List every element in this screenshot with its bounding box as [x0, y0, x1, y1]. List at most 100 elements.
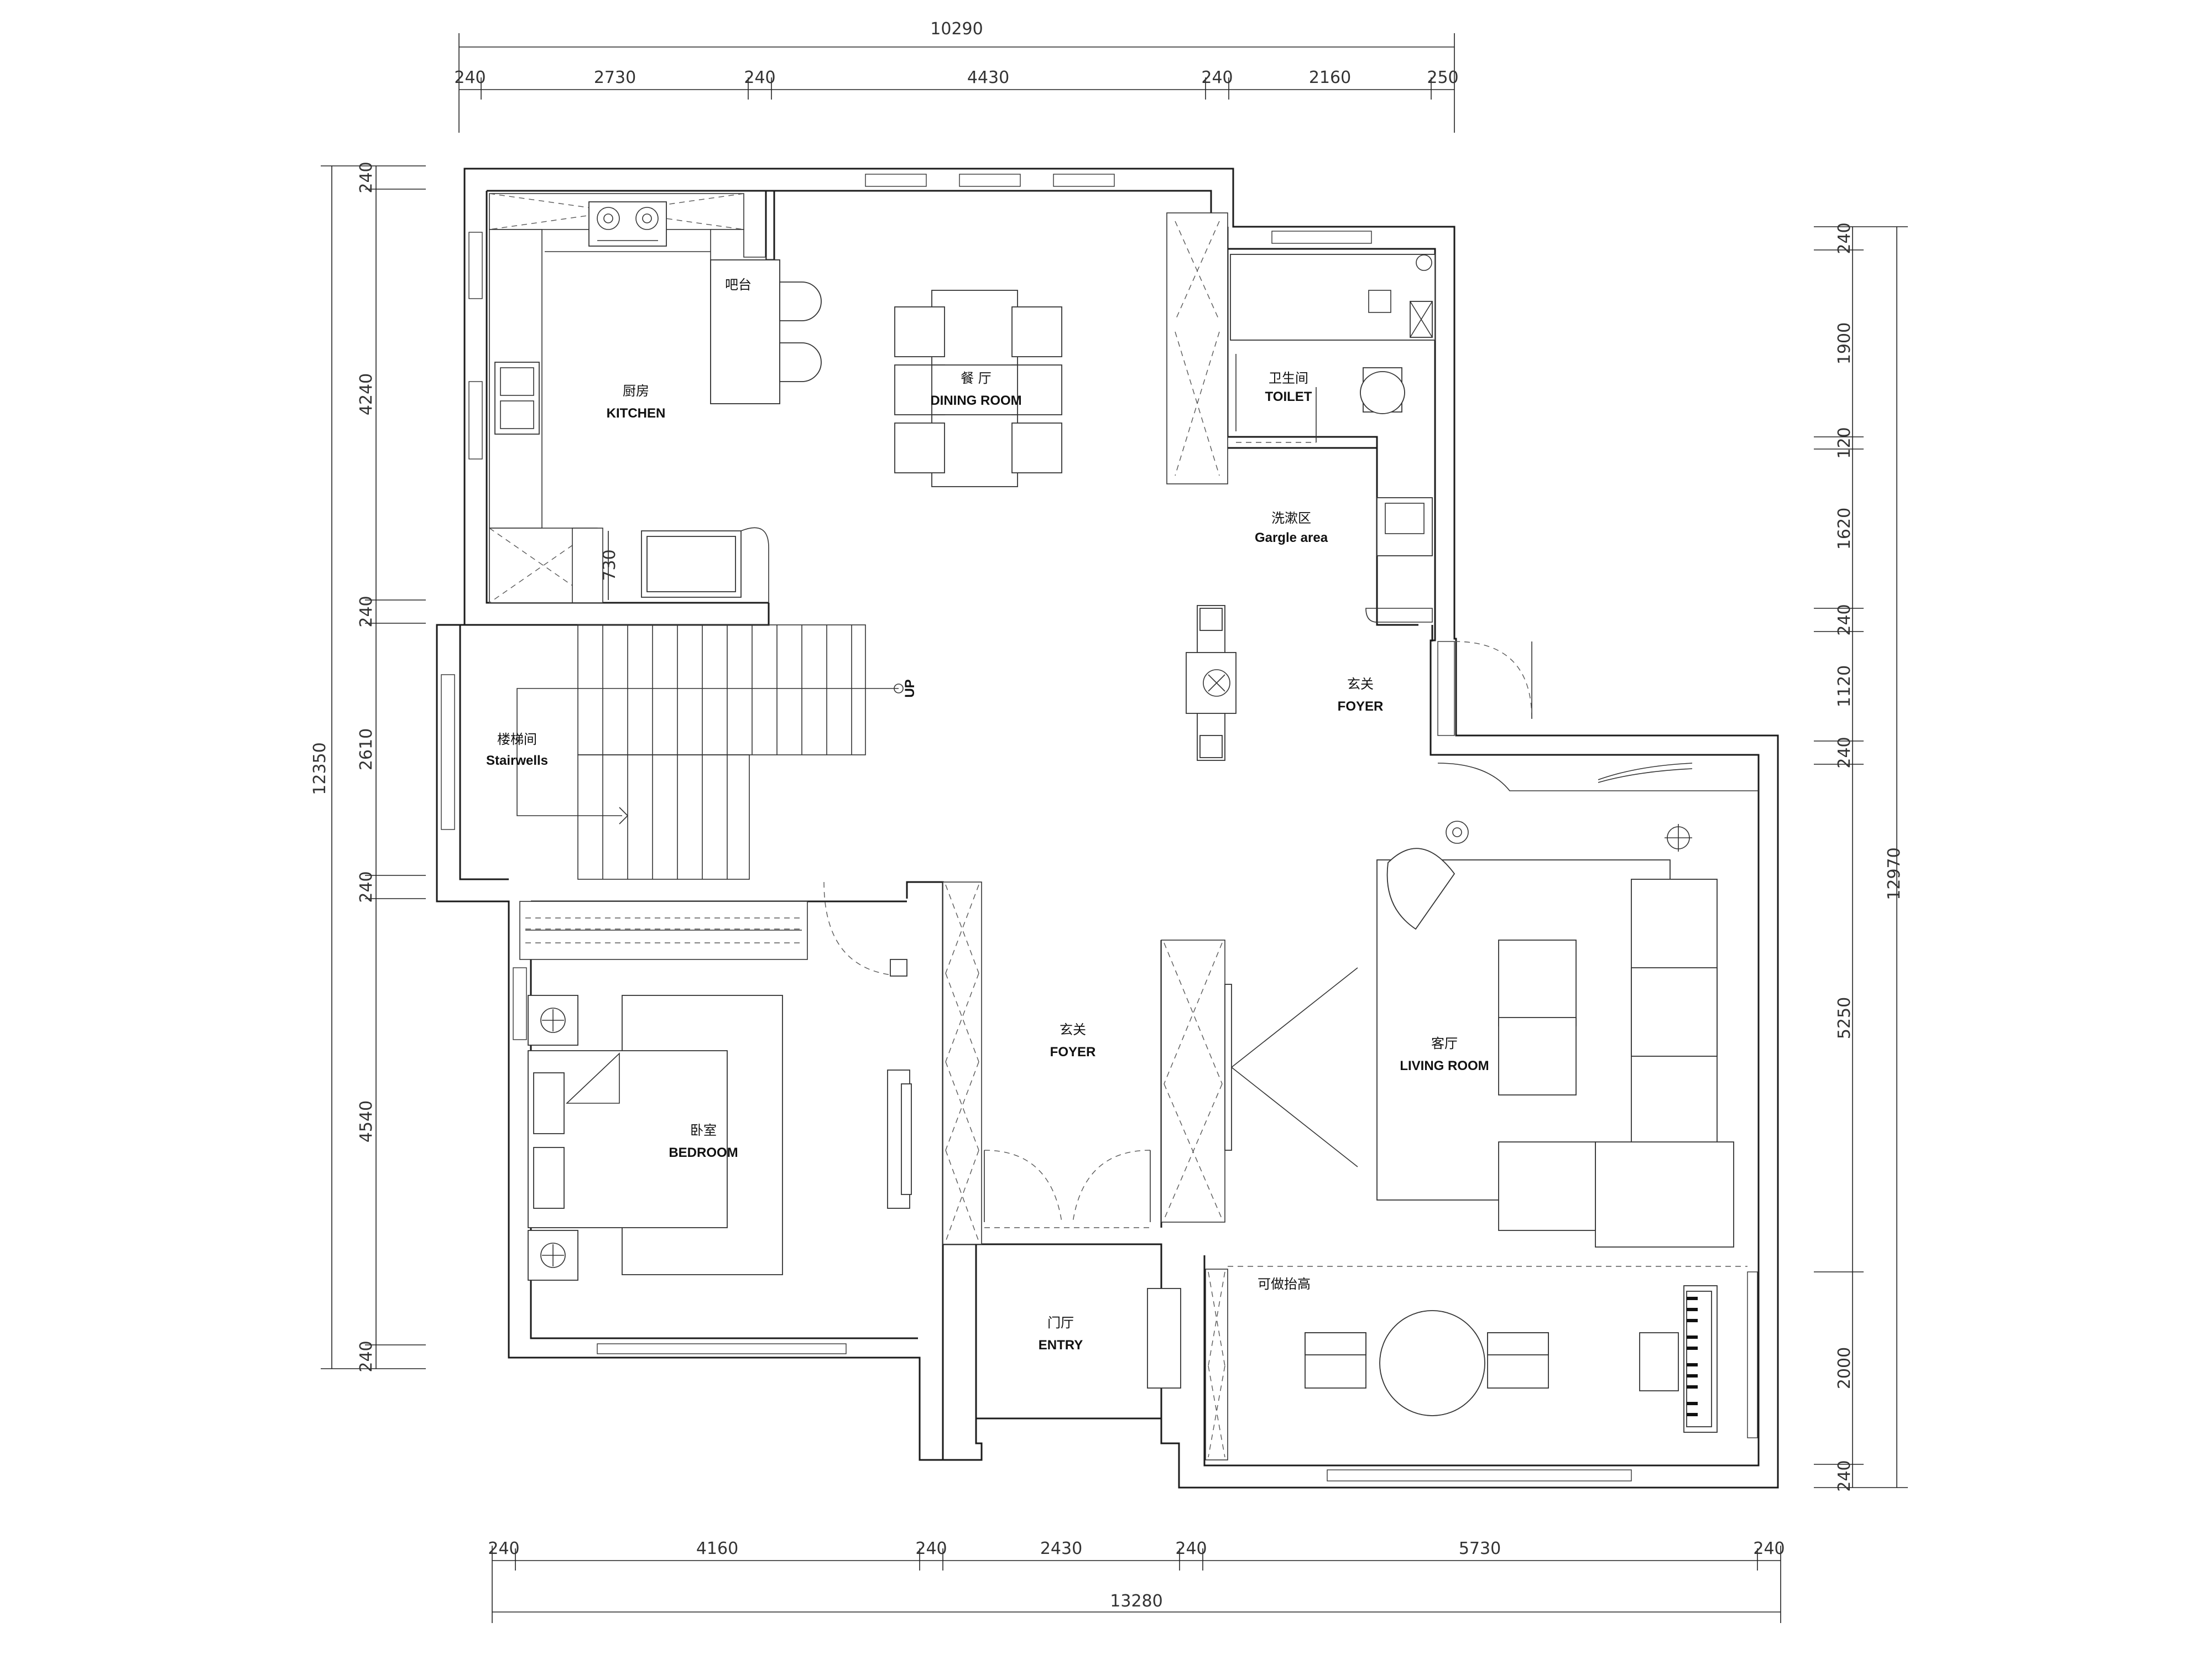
room-labels: 厨房 KITCHEN 吧台 餐 厅 DINING ROOM 卫生间 TOILET…: [486, 277, 1489, 1353]
dim-left-total: 12350: [310, 742, 330, 795]
dim-bottom-total: 13280: [1110, 1592, 1162, 1611]
dim-bottom-1: 240: [488, 1539, 519, 1558]
coffee-table-2: [1498, 1017, 1577, 1095]
toilet-room: [1230, 254, 1436, 443]
bedroom-label-en: BEDROOM: [669, 1145, 738, 1160]
side-table: [1639, 1332, 1679, 1391]
dim-left-2: 4240: [357, 373, 376, 415]
dim-top-1: 240: [454, 68, 486, 87]
dim-right-8: 5250: [1835, 997, 1854, 1039]
dim-right-10: 240: [1835, 1460, 1854, 1491]
dining-label-zh: 餐 厅: [961, 371, 992, 386]
plant-icon: [1203, 669, 1230, 697]
dim-right-6: 1120: [1835, 665, 1854, 707]
dim-bottom-4: 2430: [1040, 1539, 1082, 1558]
window-toilet-top: [1271, 231, 1372, 244]
dining-chair-r1: [1011, 306, 1062, 357]
pillow-2: [533, 1147, 565, 1209]
entry-cabinet: [1147, 1288, 1181, 1389]
foyer-corridor: [942, 881, 1358, 1389]
bedroom: [519, 881, 912, 1281]
shower-area: [1230, 254, 1436, 341]
stairwell: UP: [517, 624, 917, 880]
gargle-label-en: Gargle area: [1255, 530, 1328, 545]
dim-bottom-6: 5730: [1459, 1539, 1501, 1558]
fridge-inner: [646, 536, 736, 592]
dining-table-group: [894, 290, 1062, 487]
foyer-console: [1186, 605, 1237, 761]
window-kitchen-left-1: [468, 232, 483, 299]
dim-counter-depth: 730: [600, 549, 619, 581]
round-tea-table: [1379, 1310, 1485, 1416]
bar-stool-2: [779, 342, 822, 382]
vanity-counter: [1376, 497, 1433, 556]
dim-bottom-7: 240: [1753, 1539, 1785, 1558]
window-dining-3: [1053, 174, 1115, 187]
living-label-en: LIVING ROOM: [1400, 1058, 1489, 1073]
coffee-table-1: [1498, 940, 1577, 1026]
stair-arrow-path: [517, 688, 899, 816]
stair-up-label: UP: [902, 679, 917, 697]
raise-note: 可做抬高: [1258, 1276, 1311, 1292]
dim-right-9: 2000: [1835, 1347, 1854, 1389]
dim-top-total: 10290: [930, 19, 983, 39]
shoe-cabinet: [942, 881, 982, 1245]
dim-top-3: 240: [744, 68, 775, 87]
sofa-chaise: [1595, 1141, 1734, 1248]
foyer-label-zh: 玄关: [1347, 676, 1374, 692]
toilet-label-zh: 卫生间: [1269, 371, 1308, 386]
foyer-door: [1437, 641, 1532, 736]
wardrobe-pattern: [525, 917, 802, 943]
toilet-label-en: TOILET: [1265, 389, 1312, 404]
kitchen: 730: [489, 193, 822, 603]
dim-right-4: 1620: [1835, 508, 1854, 550]
living-room: [1205, 763, 1759, 1460]
dim-bottom-3: 240: [915, 1539, 947, 1558]
window-dining-2: [959, 174, 1021, 187]
kitchen-label-en: KITCHEN: [607, 406, 666, 421]
windows: [441, 174, 1758, 1481]
partition-cabinet: [1161, 940, 1225, 1223]
window-stair-left: [441, 674, 455, 830]
dining-label-en: DINING ROOM: [930, 393, 1021, 408]
foyer-label-en: FOYER: [1338, 699, 1384, 714]
window-bedroom-left: [513, 967, 527, 1040]
dining-chair-l1: [894, 306, 945, 357]
dimension-labels: 10290 240 2730 240 4430 240 2160 250 123…: [310, 19, 1904, 1611]
kitchen-counter-corner: [572, 528, 603, 603]
bar-label-zh: 吧台: [725, 277, 752, 293]
lamp-icon: [540, 1008, 566, 1033]
entry-label-en: ENTRY: [1039, 1338, 1083, 1353]
cooktop-icon: [588, 201, 667, 247]
stair-treads: [602, 625, 852, 879]
dim-top-2: 2730: [594, 68, 636, 87]
chevron-down-icon: [619, 807, 629, 825]
dining-cabinet: [1166, 212, 1228, 484]
kitchen-label-zh: 厨房: [623, 383, 649, 399]
gargle-label-zh: 洗漱区: [1271, 510, 1311, 526]
dim-top-6: 2160: [1309, 68, 1351, 87]
entry-label-zh: 门厅: [1047, 1315, 1074, 1331]
piano-icon: [1683, 1285, 1718, 1433]
dim-bottom-5: 240: [1175, 1539, 1207, 1558]
bedroom-label-zh: 卧室: [690, 1123, 717, 1138]
stairs-label-zh: 楼梯间: [497, 732, 537, 747]
pillow-1: [533, 1072, 565, 1134]
bar-stool-1: [779, 281, 822, 321]
bar-island: [710, 259, 780, 404]
dim-right-total: 12970: [1885, 847, 1904, 900]
vanity-sink-icon: [1385, 503, 1425, 534]
dim-right-5: 240: [1835, 604, 1854, 635]
window-living-right: [1747, 1271, 1758, 1438]
window-kitchen-left-2: [468, 381, 483, 460]
dim-top-7: 250: [1427, 68, 1458, 87]
dimension-lines: [321, 33, 1908, 1623]
window-living-bottom: [1327, 1469, 1632, 1481]
walls: [436, 168, 1779, 1489]
stair-start-icon: [894, 684, 904, 693]
lounge-chair: [1386, 848, 1455, 930]
window-dining-1: [865, 174, 927, 187]
dining-chair-l3: [894, 422, 945, 473]
dim-left-3: 240: [357, 596, 376, 627]
